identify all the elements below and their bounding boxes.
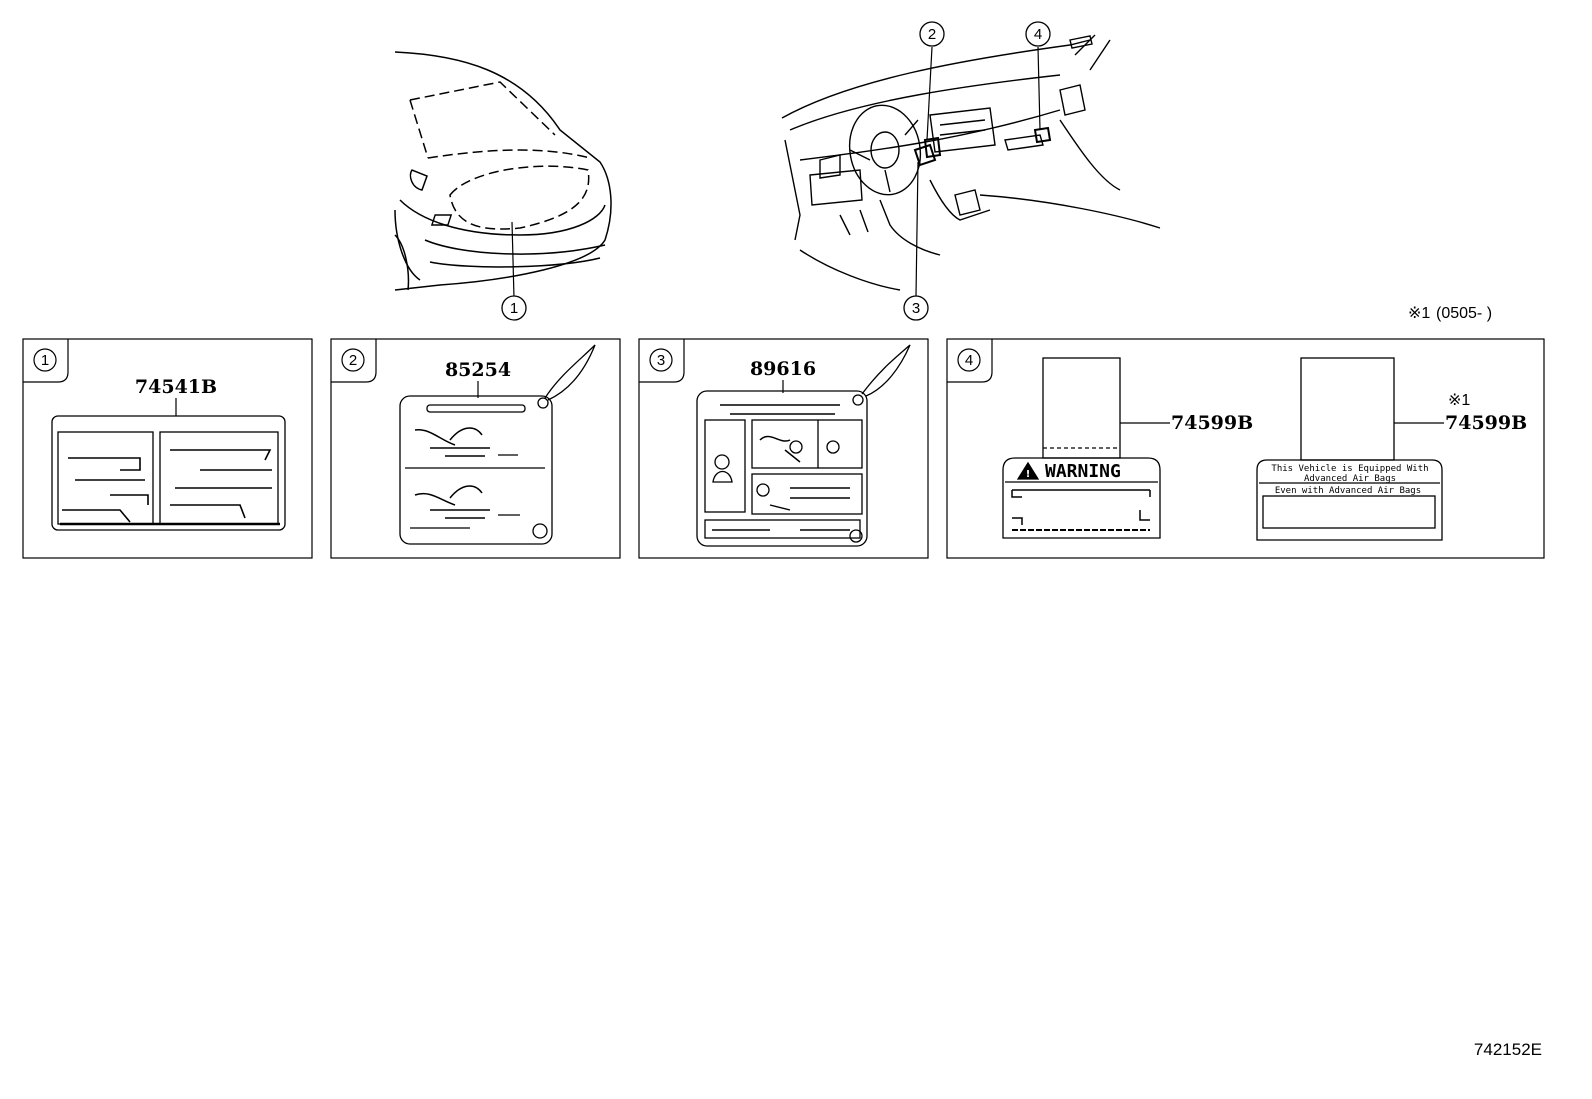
svg-text:2: 2 xyxy=(928,26,936,43)
label-89616-illustration xyxy=(696,344,911,547)
rear-car-illustration xyxy=(394,51,612,299)
label-74599B-airbag-illustration xyxy=(1256,357,1443,541)
callout-4: 4 xyxy=(1025,21,1051,47)
svg-text:3: 3 xyxy=(912,300,920,317)
callout-2: 2 xyxy=(919,21,945,47)
panel-3: 3 89616 xyxy=(638,338,929,559)
panel-4-index: 4 xyxy=(965,352,973,369)
label-74599B-warning-illustration xyxy=(1002,357,1161,539)
part-number-85254: 85254 xyxy=(445,359,511,381)
airbag-label-line2: Advanced Air Bags xyxy=(1304,474,1396,484)
svg-text:4: 4 xyxy=(1034,26,1042,43)
panel-1: 1 74541B xyxy=(22,338,313,559)
applicability-note-mark: ※1 xyxy=(1408,305,1430,322)
part-number-74541B: 74541B xyxy=(135,376,217,398)
warning-triangle-icon xyxy=(1018,463,1038,479)
part-number-74599B-a: 74599B xyxy=(1171,412,1253,434)
panel-2: 2 85254 xyxy=(330,338,621,559)
diagram-code: 742152E xyxy=(1474,1040,1542,1059)
part-number-74599B-b: 74599B xyxy=(1445,412,1527,434)
svg-text:1: 1 xyxy=(510,300,518,317)
label-85254-illustration xyxy=(399,344,596,545)
panel-2-index: 2 xyxy=(349,352,357,369)
panel-4: 4 WARNING ! 74599B This Vehicle is Equip… xyxy=(946,338,1545,559)
label-74541B-illustration xyxy=(51,415,286,531)
exclamation-icon: ! xyxy=(1026,469,1031,480)
warning-text: WARNING xyxy=(1045,461,1121,482)
panel-3-index: 3 xyxy=(657,352,665,369)
part-number-89616: 89616 xyxy=(750,358,816,380)
airbag-label-line3: Even with Advanced Air Bags xyxy=(1275,486,1421,496)
callout-3: 3 xyxy=(903,295,929,321)
airbag-label-line1: This Vehicle is Equipped With xyxy=(1271,464,1428,474)
applicability-note-range: (0505- ) xyxy=(1436,305,1492,322)
panel-1-index: 1 xyxy=(41,352,49,369)
panel-4-mark: ※1 xyxy=(1448,392,1470,409)
callout-1: 1 xyxy=(501,295,527,321)
dashboard-illustration xyxy=(781,34,1161,297)
